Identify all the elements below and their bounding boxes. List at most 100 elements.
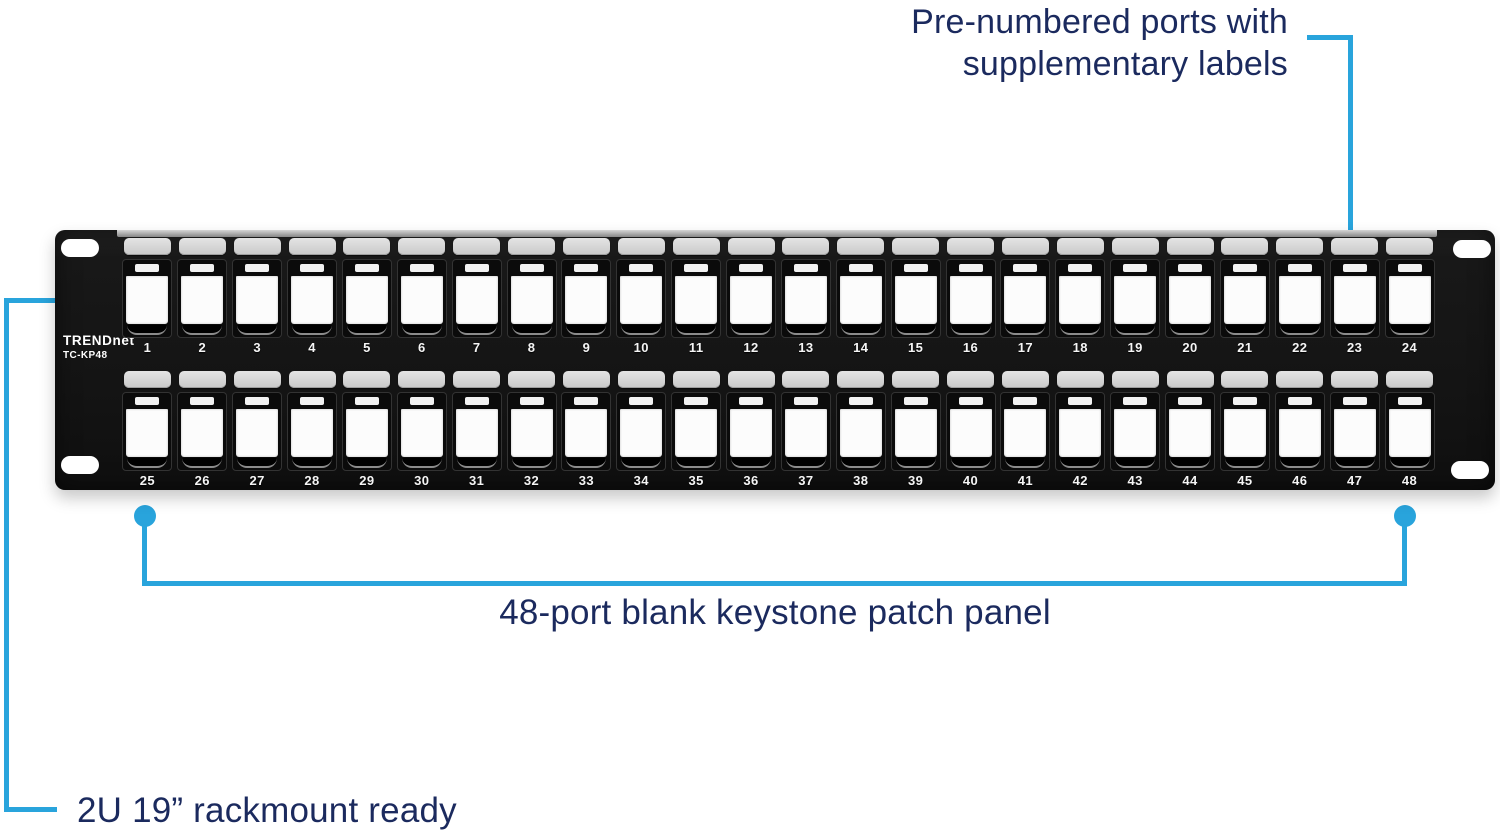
- port-label-strip: [178, 371, 226, 388]
- keystone-opening: [894, 276, 937, 324]
- keystone-latch-slot: [684, 397, 709, 405]
- keystone-opening: [291, 409, 334, 457]
- keystone-module: [122, 392, 173, 471]
- brand-logo: TRENDnet: [63, 333, 135, 348]
- keystone-opening: [1223, 276, 1266, 324]
- keystone-latch-slot: [629, 397, 654, 405]
- port-number-label: 30: [414, 473, 430, 488]
- annotation-pre-numbered-line1: Pre-numbered ports with: [911, 3, 1288, 41]
- keystone-opening: [839, 276, 882, 324]
- keystone-latch-slot: [1068, 264, 1093, 272]
- port-number-label: 27: [249, 473, 265, 488]
- port-label-strip: [453, 371, 501, 388]
- keystone-module: [616, 259, 667, 338]
- port-cell: 34: [614, 371, 669, 488]
- keystone-release-notch: [566, 325, 607, 335]
- port-label-strip: [1166, 371, 1214, 388]
- port-number-label: 9: [582, 340, 591, 355]
- port-number-label: 16: [962, 340, 979, 355]
- port-label-strip: [508, 238, 556, 255]
- port-number-label: 12: [743, 340, 759, 355]
- port-cell: 47: [1327, 371, 1382, 488]
- port-cell: 1: [120, 238, 175, 355]
- port-label-strip: [343, 371, 391, 388]
- keystone-module: [287, 259, 338, 338]
- keystone-release-notch: [1170, 325, 1211, 335]
- keystone-opening: [1169, 409, 1212, 457]
- port-cell: 14: [833, 238, 888, 355]
- port-cell: 39: [888, 371, 943, 488]
- port-label-strip: [672, 371, 720, 388]
- port-number-label: 23: [1346, 340, 1363, 355]
- port-cell: 40: [943, 371, 998, 488]
- keystone-latch-slot: [1013, 264, 1038, 272]
- port-cell: 11: [669, 238, 724, 355]
- keystone-latch-slot: [1013, 397, 1038, 405]
- port-cell: 4: [285, 238, 340, 355]
- keystone-release-notch: [1334, 325, 1375, 335]
- port-number-label: 24: [1401, 340, 1418, 355]
- keystone-opening: [455, 276, 498, 324]
- port-label-strip: [837, 371, 885, 388]
- keystone-release-notch: [950, 325, 991, 335]
- port-label-strip: [398, 371, 446, 388]
- keystone-release-notch: [785, 458, 826, 468]
- keystone-latch-slot: [1178, 397, 1203, 405]
- keystone-latch-slot: [629, 264, 654, 272]
- keystone-opening: [1004, 276, 1047, 324]
- keystone-latch-slot: [793, 264, 818, 272]
- keystone-opening: [126, 409, 169, 457]
- keystone-opening: [236, 276, 279, 324]
- port-cell: 2: [175, 238, 230, 355]
- port-number-label: 29: [359, 473, 375, 488]
- keystone-latch-slot: [1287, 397, 1312, 405]
- keystone-module: [890, 259, 941, 338]
- port-cell: 43: [1108, 371, 1163, 488]
- callout-line-top-horizontal: [1307, 35, 1353, 40]
- port-cell: 29: [340, 371, 395, 488]
- port-number-label: 34: [633, 473, 650, 488]
- port-number-label: 14: [853, 340, 869, 355]
- port-number-label: 15: [907, 340, 924, 355]
- keystone-release-notch: [1334, 458, 1375, 468]
- port-number-label: 2: [198, 340, 207, 355]
- keystone-module: [671, 259, 722, 338]
- port-number-label: 5: [363, 340, 371, 355]
- port-label-strip: [1001, 371, 1049, 388]
- rack-mount-hole-bottom-left: [61, 456, 99, 474]
- port-label-strip: [233, 238, 281, 255]
- keystone-latch-slot: [354, 264, 379, 272]
- keystone-release-notch: [1389, 458, 1430, 468]
- keystone-latch-slot: [848, 264, 873, 272]
- keystone-release-notch: [895, 325, 936, 335]
- port-number-label: 33: [578, 473, 595, 488]
- keystone-latch-slot: [1123, 397, 1148, 405]
- keystone-opening: [1114, 409, 1157, 457]
- keystone-module: [780, 259, 831, 338]
- keystone-release-notch: [456, 458, 497, 468]
- keystone-release-notch: [456, 325, 497, 335]
- keystone-module: [177, 392, 228, 471]
- keystone-module: [945, 259, 996, 338]
- rack-mount-hole-bottom-right: [1451, 461, 1489, 479]
- model-number: TC-KP48: [63, 350, 108, 361]
- port-label-strip: [562, 371, 610, 388]
- keystone-release-notch: [1389, 325, 1430, 335]
- keystone-module: [1110, 392, 1161, 471]
- keystone-module: [945, 392, 996, 471]
- keystone-release-notch: [511, 458, 552, 468]
- port-cell: 38: [833, 371, 888, 488]
- keystone-latch-slot: [245, 397, 270, 405]
- keystone-opening: [839, 409, 882, 457]
- keystone-module: [561, 392, 612, 471]
- port-cell: 3: [230, 238, 285, 355]
- port-cell: 12: [724, 238, 779, 355]
- keystone-release-notch: [346, 325, 387, 335]
- port-number-label: 42: [1072, 473, 1089, 488]
- keystone-module: [341, 259, 392, 338]
- keystone-module: [1219, 259, 1270, 338]
- brand-block: TRENDnet TC-KP48: [63, 333, 135, 361]
- port-number-label: 11: [688, 340, 704, 355]
- port-number-label: 10: [633, 340, 650, 355]
